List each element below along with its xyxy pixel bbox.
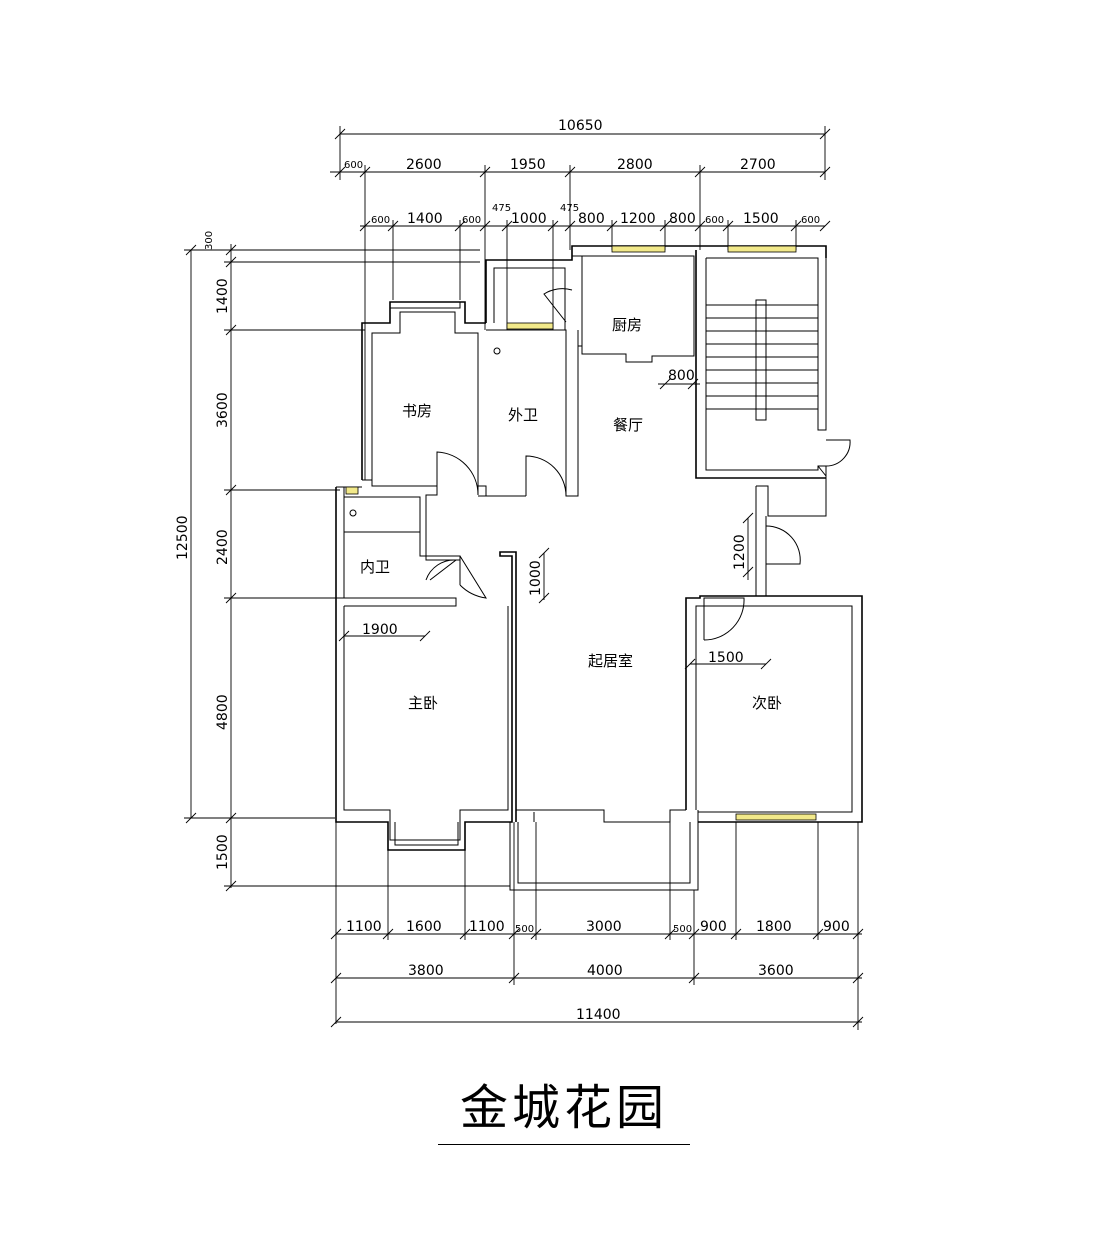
dim-top-detail-10: 1500 (743, 211, 779, 227)
dim-top-detail-1: 1400 (407, 211, 443, 227)
dim-top-detail-11: 600 (801, 215, 820, 226)
dim-top-detail-5: 475 (560, 203, 579, 214)
dim-left-part-2: 3600 (215, 392, 231, 428)
dim-bottom-detail-5: 500 (673, 924, 692, 935)
room-label-second-bedroom: 次卧 (752, 694, 782, 712)
bottom-dimensions: 1100 1600 1100 500 3000 500 900 1800 900… (330, 822, 864, 1030)
dim-left-part-0: 300 (204, 231, 215, 250)
dim-interior-1200: 1200 (732, 534, 748, 570)
dim-interior-800: 800 (668, 368, 695, 384)
dim-top-detail-0: 600 (371, 215, 390, 226)
dim-bottom-detail-1: 1600 (406, 919, 442, 935)
dim-top-detail-8: 800 (669, 211, 696, 227)
room-label-inner-bath: 内卫 (360, 558, 390, 576)
dim-bottom-mid-2: 3600 (758, 963, 794, 979)
toilet-inner-bath-icon (349, 509, 357, 517)
room-label-dining: 餐厅 (613, 416, 643, 434)
dim-left-part-3: 2400 (215, 529, 231, 565)
window-inner-bath (345, 486, 359, 495)
dim-top-total: 10650 (558, 118, 603, 134)
dim-bottom-detail-7: 1800 (756, 919, 792, 935)
dim-bottom-detail-2: 1100 (469, 919, 505, 935)
dim-bottom-detail-3: 500 (515, 924, 534, 935)
dim-top-mid-2: 1950 (510, 157, 546, 173)
dim-top-detail-2: 600 (462, 215, 481, 226)
dim-top-detail-4: 1000 (511, 211, 547, 227)
window-outer-bath (506, 322, 554, 330)
dim-top-detail-7: 1200 (620, 211, 656, 227)
room-label-kitchen: 厨房 (612, 316, 642, 334)
room-label-study: 书房 (402, 402, 432, 420)
dim-left-total: 12500 (175, 515, 191, 560)
walls (335, 245, 863, 891)
room-labels: 书房 外卫 厨房 餐厅 内卫 起居室 主卧 次卧 (360, 316, 782, 712)
room-label-master-bedroom: 主卧 (408, 694, 438, 712)
top-dimensions: 10650 600 2600 1950 2800 2700 (330, 118, 831, 480)
window-kitchen (611, 245, 666, 253)
dim-top-mid-3: 2800 (617, 157, 653, 173)
dim-top-mid-1: 2600 (406, 157, 442, 173)
dim-bottom-mid-0: 3800 (408, 963, 444, 979)
dim-bottom-mid-1: 4000 (587, 963, 623, 979)
room-label-living: 起居室 (588, 652, 633, 670)
dim-top-mid-4: 2700 (740, 157, 776, 173)
dim-left-part-1: 1400 (215, 278, 231, 314)
dim-bottom-detail-6: 900 (700, 919, 727, 935)
dim-top-detail-9: 600 (705, 215, 724, 226)
windows (345, 245, 817, 821)
doors (425, 288, 851, 641)
left-dimensions: 12500 300 1400 3600 2400 4800 1500 (175, 231, 510, 892)
window-second-bedroom (735, 813, 817, 821)
room-label-outer-bath: 外卫 (508, 406, 538, 424)
dim-interior-1500: 1500 (708, 650, 744, 666)
dim-left-part-5: 1500 (215, 834, 231, 870)
dim-bottom-detail-4: 3000 (586, 919, 622, 935)
toilet-outer-bath-icon (493, 347, 501, 355)
interior-dimensions: 800 1200 1000 1900 1500 (338, 368, 772, 670)
dim-bottom-detail-0: 1100 (346, 919, 382, 935)
window-stair (727, 245, 797, 253)
dim-left-part-4: 4800 (215, 694, 231, 730)
dim-top-detail-3: 475 (492, 203, 511, 214)
dim-bottom-detail-8: 900 (823, 919, 850, 935)
plan-title: 金城花园 (438, 1080, 690, 1145)
dim-top-detail-6: 800 (578, 211, 605, 227)
dim-bottom-total: 11400 (576, 1007, 621, 1023)
dim-top-mid-0: 600 (344, 160, 363, 171)
dim-interior-1900: 1900 (362, 622, 398, 638)
dim-interior-1000: 1000 (528, 560, 544, 596)
